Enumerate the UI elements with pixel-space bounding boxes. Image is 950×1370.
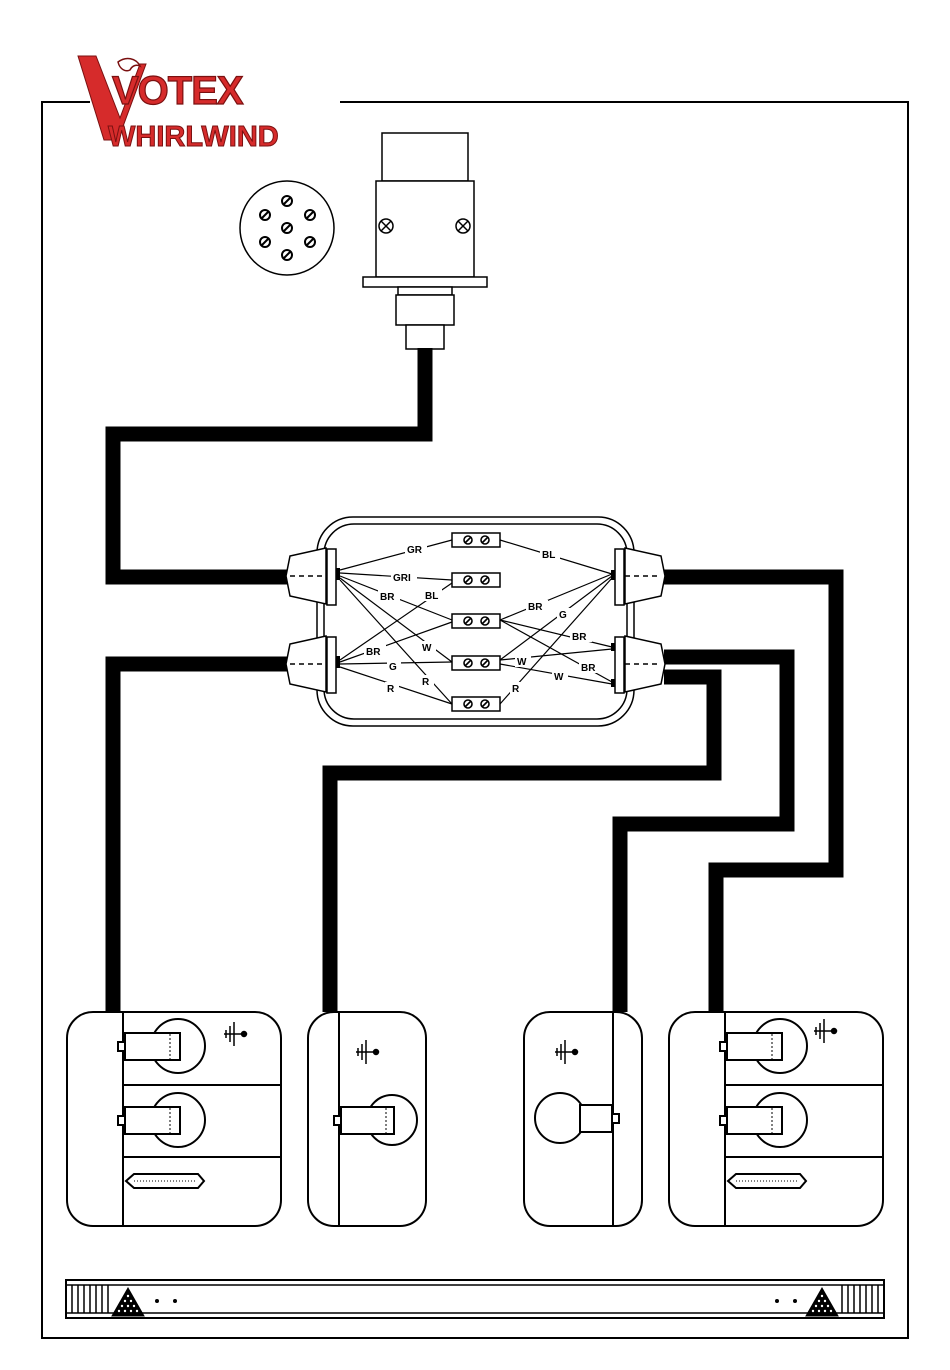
wire-label: R	[387, 684, 395, 695]
wire-label: BR	[572, 632, 587, 643]
brand-name-bottom: WHIRLWIND	[108, 121, 279, 153]
junction-box: GR BL GRI BR BL BR G BR BR W G W BR R R …	[286, 517, 665, 726]
wire-label: R	[512, 684, 520, 695]
wire-label: W	[422, 643, 432, 654]
cable-right-lamp	[664, 577, 836, 1012]
brand-logo: VOTEX WHIRLWIND	[78, 56, 340, 154]
wire-label: BR	[380, 592, 395, 603]
wire-label: W	[517, 657, 527, 668]
right-rear-lamp	[669, 1012, 883, 1226]
reflector-strip-icon	[126, 1174, 204, 1188]
wire-label: BR	[528, 602, 543, 613]
wire-label: BR	[581, 663, 596, 674]
wire-label: R	[422, 677, 430, 688]
wire-label: BR	[366, 647, 381, 658]
wire-label: G	[559, 610, 567, 621]
cable-left-lamp	[113, 664, 290, 1012]
left-rear-lamp	[67, 1012, 281, 1226]
cable-fog-lamp	[620, 657, 787, 1012]
light-board-bar	[66, 1280, 884, 1318]
fog-lamp	[524, 1012, 642, 1226]
screw-icon	[456, 219, 470, 233]
cable-reverse-lamp	[330, 677, 714, 1012]
reflector-strip-icon	[728, 1174, 806, 1188]
brand-name-top: VOTEX	[112, 69, 244, 113]
wire-label: W	[554, 672, 564, 683]
trailer-plug	[363, 133, 487, 349]
wire-label: BL	[425, 591, 438, 602]
wire-label: G	[389, 662, 397, 673]
socket-pin-face	[240, 181, 334, 275]
wire-label: GR	[407, 545, 423, 556]
wire-label: BL	[542, 550, 555, 561]
wire-label: GRI	[393, 573, 411, 584]
screw-icon	[379, 219, 393, 233]
reverse-lamp	[308, 1012, 426, 1226]
